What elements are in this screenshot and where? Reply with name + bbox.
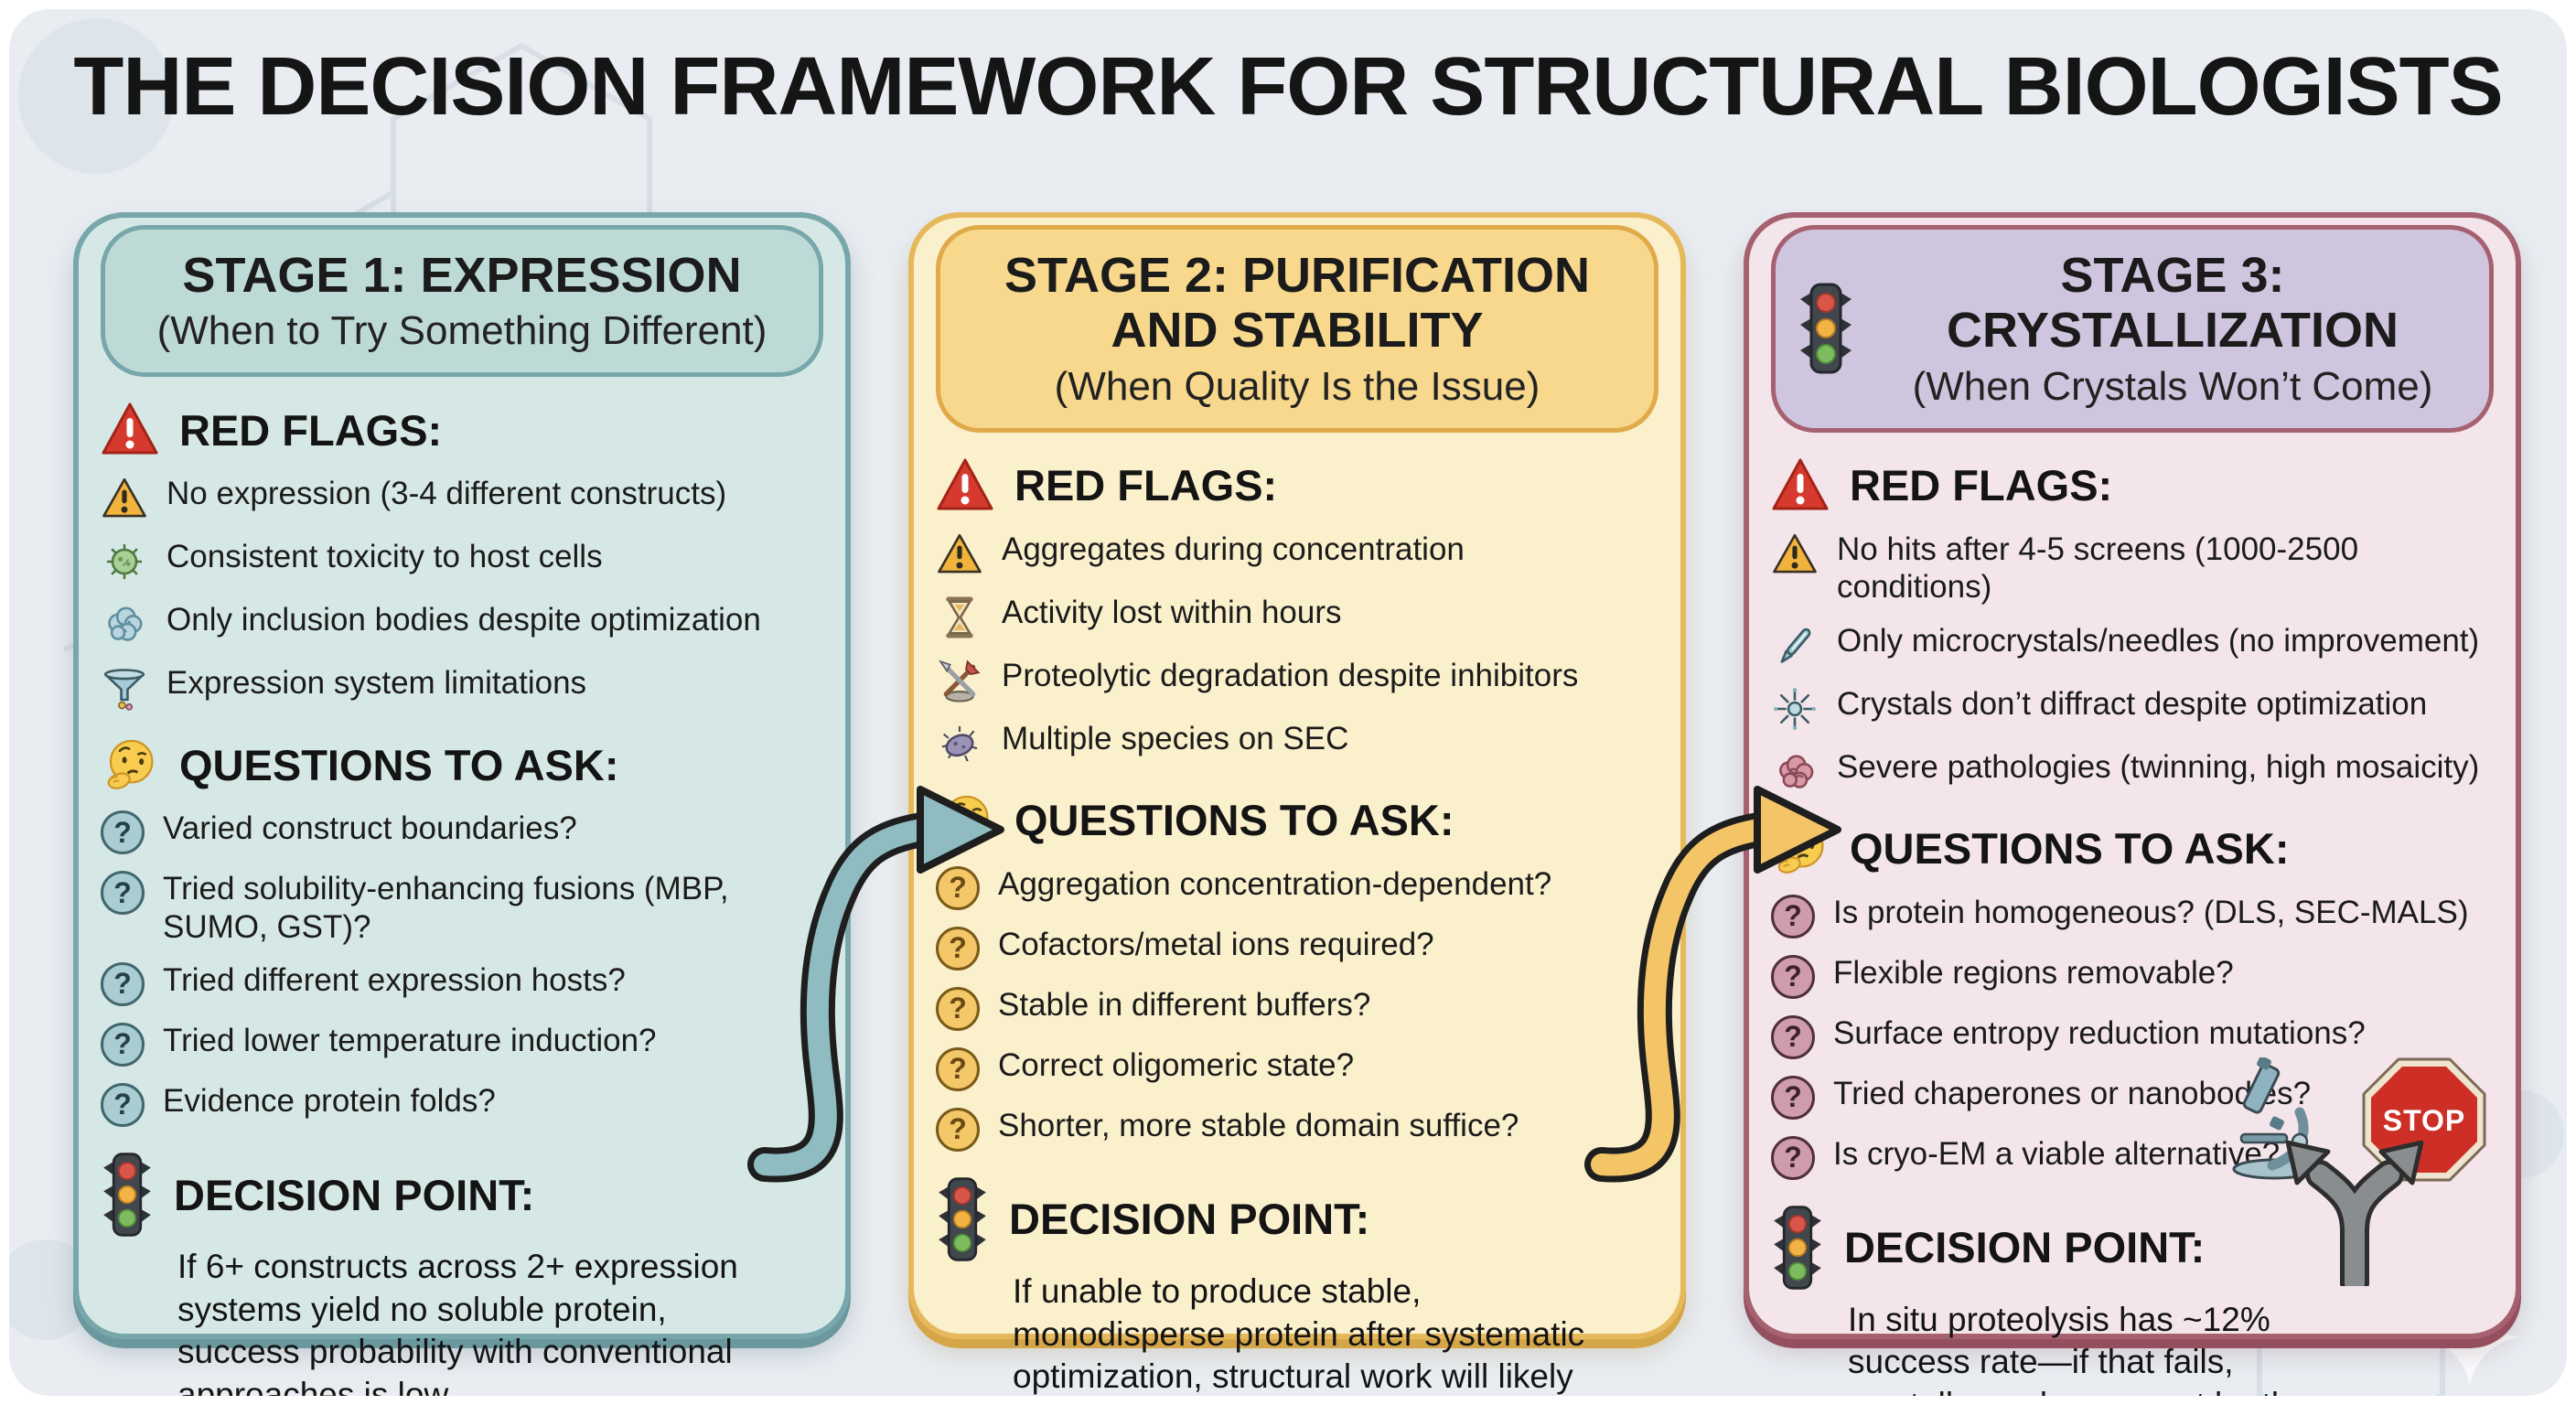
question-circle-icon: ?: [936, 865, 980, 910]
stage3-red-flags-heading: RED FLAGS:: [1771, 456, 2494, 515]
stage1-decision-heading: DECISION POINT:: [101, 1151, 823, 1239]
diffraction-burst-icon: [1771, 685, 1819, 733]
red-flag-triangle-icon: [1771, 456, 1830, 515]
stage2-decision-heading: DECISION POINT:: [936, 1175, 1658, 1263]
stage2-questions-heading: QUESTIONS TO ASK:: [936, 791, 1658, 850]
svg-text:STOP: STOP: [2383, 1104, 2466, 1137]
question-circle-icon: ?: [101, 1023, 145, 1067]
red-flag-item: Activity lost within hours: [936, 594, 1658, 641]
thinking-face-icon: [101, 735, 159, 794]
red-flag-item: No hits after 4-5 screens (1000-2500 con…: [1771, 531, 2494, 606]
stage2-header: STAGE 2: PURIFICATION AND STABILITY (Whe…: [936, 225, 1658, 433]
question-circle-icon: ?: [936, 986, 980, 1031]
red-flag-item: Consistent toxicity to host cells: [101, 538, 823, 585]
microscope-icon: [2232, 1056, 2316, 1180]
crossed-tools-icon: [936, 657, 983, 704]
red-flag-item: No expression (3-4 different constructs): [101, 475, 823, 522]
red-flag-item: Only microcrystals/needles (no improveme…: [1771, 622, 2494, 670]
stage3-decision-text: In situ proteolysis has ~12% success rat…: [1848, 1300, 2309, 1396]
stop-sign-icon: STOP: [2362, 1057, 2486, 1182]
question-item: ? Aggregation concentration-dependent?: [936, 865, 1658, 910]
funnel-icon: [101, 664, 148, 712]
hourglass-icon: [936, 594, 983, 641]
stage3-card: STAGE 3: CRYSTALLIZATION (When Crystals …: [1744, 212, 2521, 1396]
red-flag-item: Only inclusion bodies despite optimizati…: [101, 601, 823, 649]
page-title: THE DECISION FRAMEWORK FOR STRUCTURAL BI…: [73, 41, 2503, 133]
question-item: ? Tried lower temperature induction?: [101, 1022, 823, 1067]
flow-arrow-stage1-to-stage2: [747, 786, 1004, 1183]
stage1-questions-heading: QUESTIONS TO ASK:: [101, 735, 823, 794]
question-circle-icon: ?: [101, 1083, 145, 1128]
stage3-title: STAGE 3: CRYSTALLIZATION: [1947, 248, 2399, 359]
stage1-header: STAGE 1: EXPRESSION (When to Try Somethi…: [101, 225, 823, 378]
question-item: ? Flexible regions removable?: [1771, 954, 2494, 999]
warning-triangle-icon: [936, 531, 983, 578]
infographic-poster: THE DECISION FRAMEWORK FOR STRUCTURAL BI…: [9, 9, 2567, 1396]
stage3-questions-heading: QUESTIONS TO ASK:: [1771, 820, 2494, 878]
question-circle-icon: ?: [936, 1107, 980, 1152]
question-item: ? Tried different expression hosts?: [101, 961, 823, 1007]
question-circle-icon: ?: [1771, 1135, 1815, 1180]
question-item: ? Is protein homogeneous? (DLS, SEC-MALS…: [1771, 894, 2494, 938]
stage1-subtitle: (When to Try Something Different): [156, 308, 767, 354]
warning-triangle-icon: [1771, 531, 1819, 578]
inclusion-bodies-icon: [101, 601, 148, 649]
stage1-title: STAGE 1: EXPRESSION: [182, 248, 742, 303]
red-flag-item: Crystals don’t diffract despite optimiza…: [1771, 685, 2494, 733]
traffic-light-icon: [936, 1175, 989, 1263]
microbe-icon: [936, 720, 983, 767]
stage3-subtitle: (When Crystals Won’t Come): [1912, 363, 2433, 409]
red-flag-item: Expression system limitations: [101, 664, 823, 712]
question-circle-icon: ?: [1771, 894, 1815, 938]
red-flag-item: Proteolytic degradation despite inhibito…: [936, 657, 1658, 704]
red-flag-item: Severe pathologies (twinning, high mosai…: [1771, 748, 2494, 796]
question-item: ? Shorter, more stable domain suffice?: [936, 1107, 1658, 1152]
question-item: ? Cofactors/metal ions required?: [936, 926, 1658, 971]
red-flag-item: Aggregates during concentration: [936, 531, 1658, 578]
stage2-title: STAGE 2: PURIFICATION AND STABILITY: [1004, 248, 1591, 359]
question-item: ? Is cryo-EM a viable alternative?: [1771, 1135, 2494, 1180]
stage1-decision-text: If 6+ constructs across 2+ expression sy…: [177, 1248, 738, 1396]
question-item: ? Tried solubility-enhancing fusions (MB…: [101, 870, 823, 946]
needle-icon: [1771, 622, 1819, 670]
question-item: ? Varied construct boundaries?: [101, 810, 823, 855]
traffic-light-icon: [101, 1151, 154, 1239]
toxic-cell-icon: [101, 538, 148, 585]
stage1-red-flags-heading: RED FLAGS:: [101, 401, 823, 459]
stage2-decision-text: If unable to produce stable, monodispers…: [1013, 1271, 1585, 1396]
red-flag-triangle-icon: [101, 401, 159, 459]
stage3-header: STAGE 3: CRYSTALLIZATION (When Crystals …: [1771, 225, 2494, 433]
fork-arrow-icon: [2285, 1140, 2424, 1297]
question-circle-icon: ?: [1771, 1075, 1815, 1120]
question-item: ? Correct oligomeric state?: [936, 1046, 1658, 1091]
red-flag-triangle-icon: [936, 456, 994, 515]
stage1-card: STAGE 1: EXPRESSION (When to Try Somethi…: [73, 212, 851, 1396]
question-circle-icon: ?: [936, 926, 980, 971]
question-item: ? Stable in different buffers?: [936, 986, 1658, 1031]
question-circle-icon: ?: [1771, 1014, 1815, 1059]
question-item: ? Evidence protein folds?: [101, 1082, 823, 1128]
stage2-red-flags-heading: RED FLAGS:: [936, 456, 1658, 515]
question-circle-icon: ?: [936, 1046, 980, 1091]
brain-icon: [1771, 748, 1819, 796]
stage2-subtitle: (When Quality Is the Issue): [1054, 363, 1540, 409]
red-flag-item: Multiple species on SEC: [936, 720, 1658, 767]
traffic-light-icon: [1798, 281, 1854, 376]
warning-triangle-icon: [101, 475, 148, 522]
stage3-decision-heading: DECISION POINT:: [1771, 1204, 2494, 1292]
question-item: ? Surface entropy reduction mutations?: [1771, 1014, 2494, 1059]
question-circle-icon: ?: [101, 962, 145, 1007]
question-circle-icon: ?: [101, 810, 145, 855]
question-circle-icon: ?: [1771, 954, 1815, 999]
question-item: ? Tried chaperones or nanobodies?: [1771, 1075, 2494, 1120]
flow-arrow-stage2-to-stage3: [1584, 786, 1841, 1183]
traffic-light-icon: [1771, 1204, 1824, 1292]
stage3-outcome-graphic: STOP: [2217, 1056, 2492, 1297]
question-circle-icon: ?: [101, 871, 145, 916]
